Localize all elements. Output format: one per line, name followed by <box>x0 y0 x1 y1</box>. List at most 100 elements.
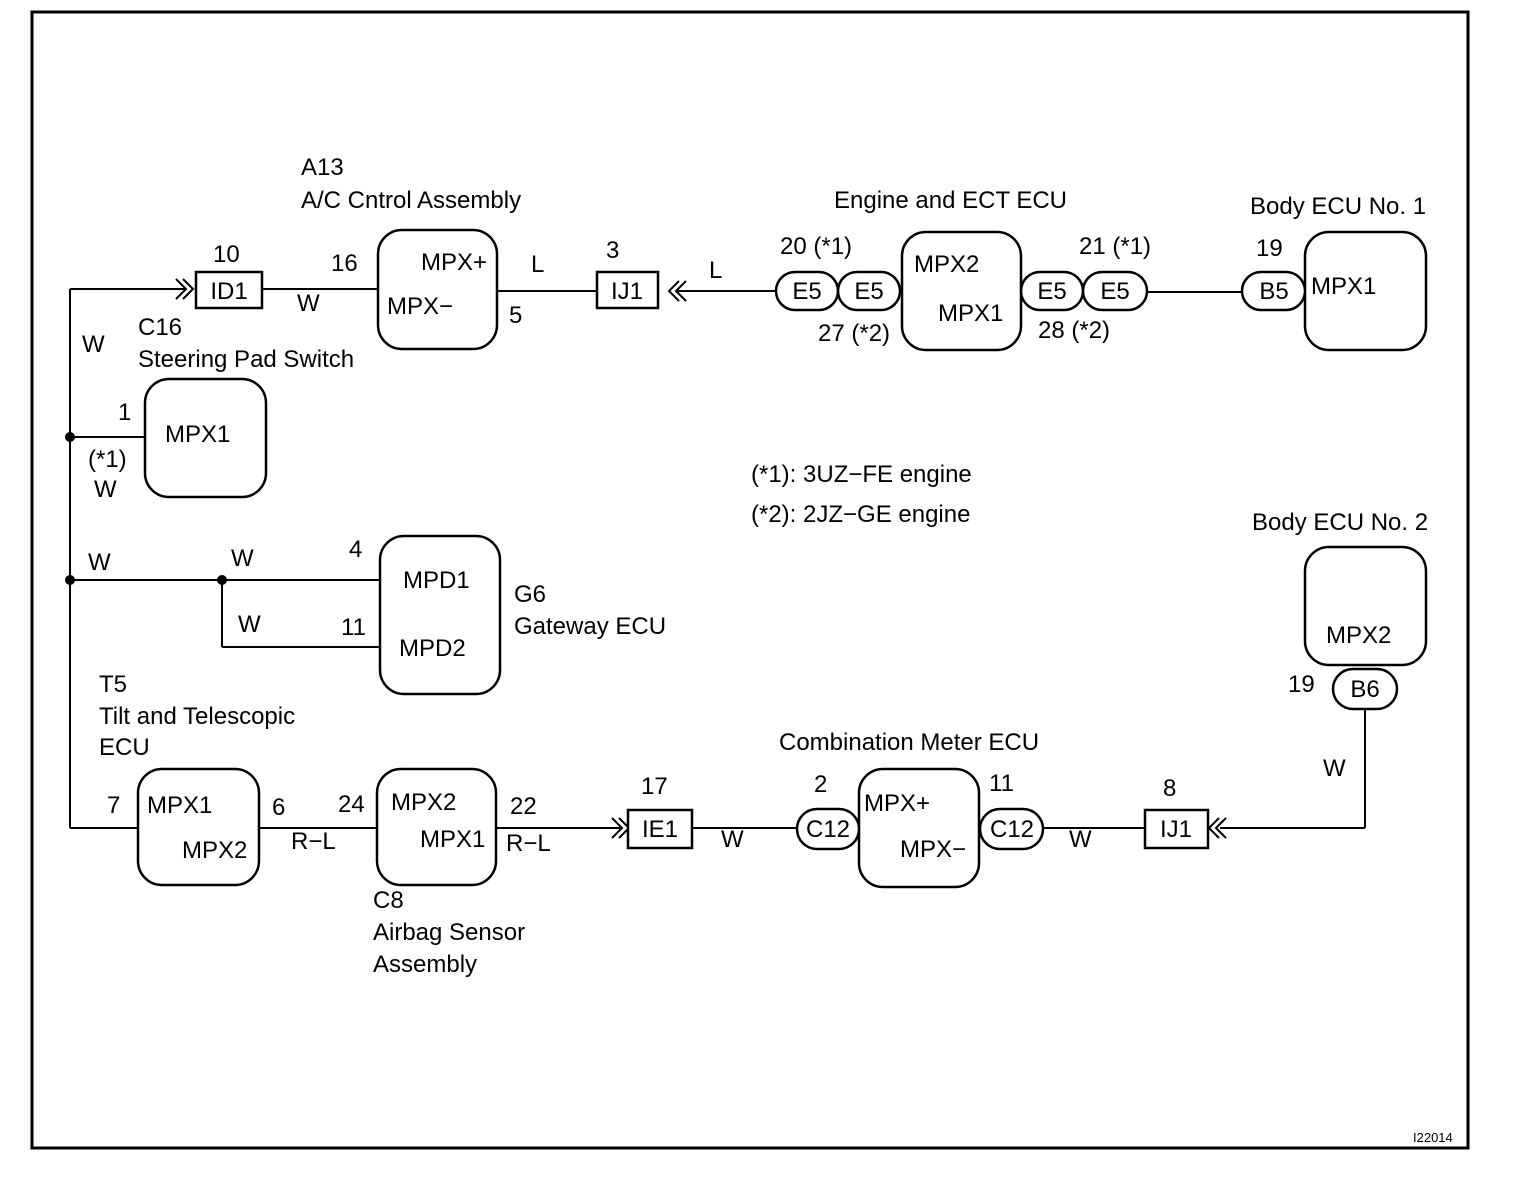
wire-color-steering-note: (*1) <box>88 446 127 473</box>
wire-color-airbag-to-ie1: R−L <box>506 830 551 857</box>
pin-c12-right: 11 <box>989 770 1014 797</box>
steering-pin-mpx1: MPX1 <box>165 421 230 448</box>
gateway-ecu-box <box>378 534 502 696</box>
pin-ac-mpx-plus: 16 <box>331 250 358 277</box>
ij1-top-connector <box>595 270 660 310</box>
engine-note-2: (*2): 2JZ−GE engine <box>751 501 970 528</box>
airbag-pin-mpx2: MPX2 <box>391 789 456 816</box>
meter-name-label: Combination Meter ECU <box>779 729 1039 756</box>
wire-color-b6-down: W <box>1323 755 1346 782</box>
airbag-name-line1: Airbag Sensor <box>373 919 525 946</box>
engine-ecu-box <box>900 230 1023 352</box>
gateway-pin-mpd2: MPD2 <box>399 635 466 662</box>
b6-connector <box>1331 667 1399 711</box>
pin-tilt-mpx1: 7 <box>107 792 120 819</box>
wire-color-ij1-to-e5: L <box>709 257 722 284</box>
ij1-top-chevron-icon <box>667 280 687 302</box>
pin-ij1-top: 3 <box>606 237 619 264</box>
ac-control-box <box>376 228 499 351</box>
pin-airbag-mpx2: 24 <box>338 791 365 818</box>
wire-color-left-bus-upper: W <box>82 331 105 358</box>
pin-gateway-mpd1: 4 <box>349 536 362 563</box>
steering-name-label: Steering Pad Switch <box>138 346 354 373</box>
wire-color-ie1-to-c12: W <box>721 826 744 853</box>
ie1-connector <box>626 808 694 850</box>
pin-e5-27: 27 (*2) <box>818 320 890 347</box>
engine-ecu-pin-mpx2: MPX2 <box>914 251 979 278</box>
ij1-bottom-connector <box>1143 808 1210 850</box>
wires <box>65 288 1366 829</box>
ac-pin-mpx-minus: MPX− <box>387 293 453 320</box>
b6-connector-label: B6 <box>1350 676 1379 703</box>
wire-color-c12-to-ij1: W <box>1069 826 1092 853</box>
tilt-name-line1: Tilt and Telescopic <box>99 703 295 730</box>
airbag-pin-mpx1: MPX1 <box>420 826 485 853</box>
pin-tilt-mpx2: 6 <box>272 794 285 821</box>
engine-ecu-name-label: Engine and ECT ECU <box>834 187 1067 214</box>
tilt-name-line2: ECU <box>99 734 150 761</box>
c12-right-connector-label: C12 <box>990 816 1034 843</box>
wire-color-gateway-trunk: W <box>88 549 111 576</box>
pin-b5: 19 <box>1256 235 1283 262</box>
wire-color-gateway-mpd1: W <box>231 545 254 572</box>
airbag-id-label: C8 <box>373 887 404 914</box>
combination-meter-box <box>857 767 981 889</box>
pin-b6: 19 <box>1288 671 1315 698</box>
wire-color-gateway-mpd2: W <box>238 611 261 638</box>
wire-color-tilt-to-airbag: R−L <box>291 828 336 855</box>
gateway-name-label: Gateway ECU <box>514 613 666 640</box>
ac-name-label: A/C Cntrol Assembly <box>301 187 521 214</box>
pin-id1: 10 <box>213 241 240 268</box>
pin-e5-21: 21 (*1) <box>1079 233 1151 260</box>
gateway-id-label: G6 <box>514 581 546 608</box>
id1-chevron-icon <box>175 278 195 300</box>
ac-id-label: A13 <box>301 154 344 181</box>
body-ecu-2-box <box>1303 545 1428 667</box>
pin-airbag-mpx1: 22 <box>510 793 537 820</box>
ij1-top-connector-label: IJ1 <box>611 278 643 305</box>
steering-id-label: C16 <box>138 314 182 341</box>
meter-pin-mpx-minus: MPX− <box>900 836 966 863</box>
pin-steering: 1 <box>118 399 131 426</box>
id1-connector-label: ID1 <box>210 278 247 305</box>
pin-c12-left: 2 <box>814 771 827 798</box>
c12-right-connector <box>978 807 1045 851</box>
ie1-connector-label: IE1 <box>642 816 678 843</box>
wire-color-ac-to-id1: W <box>297 290 320 317</box>
id1-connector <box>194 270 264 310</box>
e5-connector-4 <box>1081 270 1149 312</box>
component-boxes <box>136 228 1428 889</box>
wire-color-ac-to-ij1: L <box>531 251 544 278</box>
pin-ie1: 17 <box>641 773 668 800</box>
c12-left-connector <box>795 807 861 851</box>
tilt-id-label: T5 <box>99 671 127 698</box>
body-ecu-1-name-label: Body ECU No. 1 <box>1250 193 1426 220</box>
diagram-frame <box>30 10 1470 1150</box>
b5-connector-label: B5 <box>1259 278 1288 305</box>
pin-e5-20: 20 (*1) <box>780 233 852 260</box>
engine-note-1: (*1): 3UZ−FE engine <box>751 461 972 488</box>
ac-pin-mpx-plus: MPX+ <box>421 249 487 276</box>
e5-connector-3-label: E5 <box>1037 278 1066 305</box>
body-ecu-2-name-label: Body ECU No. 2 <box>1252 509 1428 536</box>
meter-pin-mpx-plus: MPX+ <box>864 790 930 817</box>
junction-dot-gateway <box>65 575 75 585</box>
wire-color-steering-branch: W <box>94 476 117 503</box>
pin-gateway-mpd2: 11 <box>341 614 366 641</box>
ij1-bottom-connector-label: IJ1 <box>1160 816 1192 843</box>
junction-dot-gateway-split <box>217 575 227 585</box>
pin-ij1-bottom: 8 <box>1163 775 1176 802</box>
body-ecu-1-pin-mpx1: MPX1 <box>1311 273 1376 300</box>
pin-e5-28: 28 (*2) <box>1038 317 1110 344</box>
labels: A13 A/C Cntrol Assembly MPX+ MPX− Engine… <box>82 154 1453 1145</box>
e5-connector-4-label: E5 <box>1100 278 1129 305</box>
e5-connector-1-label: E5 <box>792 278 821 305</box>
e5-connector-2-label: E5 <box>854 278 883 305</box>
tilt-telescopic-box <box>136 767 261 887</box>
engine-ecu-pin-mpx1: MPX1 <box>938 300 1003 327</box>
airbag-name-line2: Assembly <box>373 951 477 978</box>
figure-id-label: I22014 <box>1413 1130 1453 1145</box>
steering-pad-box <box>143 377 268 499</box>
c12-left-connector-label: C12 <box>806 816 850 843</box>
